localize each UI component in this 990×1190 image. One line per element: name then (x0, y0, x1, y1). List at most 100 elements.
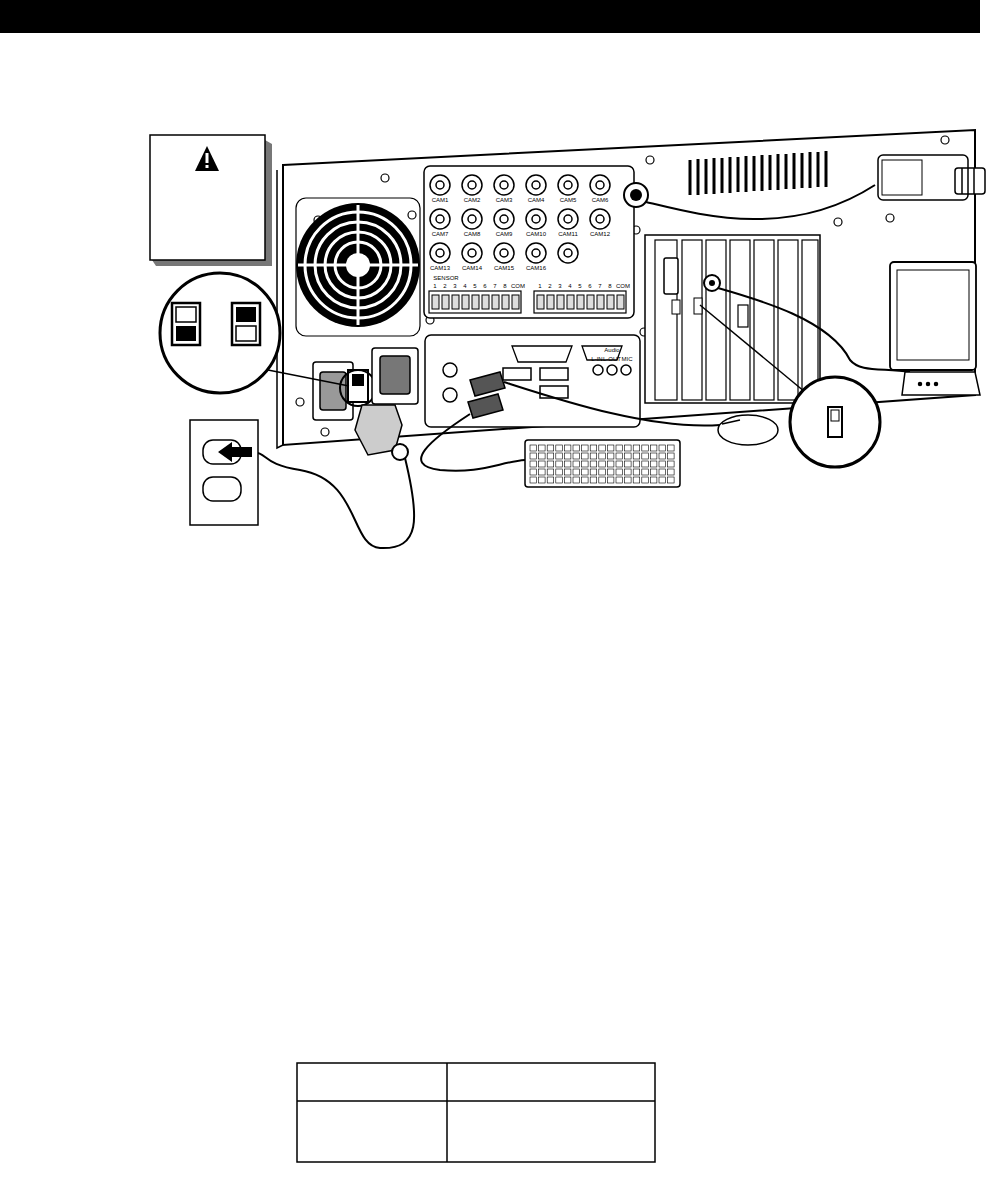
key (616, 445, 623, 451)
key (642, 445, 649, 451)
expansion-slots (645, 235, 910, 403)
key (659, 477, 666, 483)
power-inlet (250, 348, 418, 548)
key (607, 461, 614, 467)
bnc-connector (462, 243, 482, 263)
terminal-screw (482, 295, 489, 309)
panel-label: CAM2 (464, 197, 481, 204)
panel-label: COM (511, 283, 525, 290)
key (668, 445, 675, 451)
key (590, 453, 597, 459)
key (633, 469, 640, 475)
panel-label: 3 (558, 283, 561, 290)
key (650, 477, 657, 483)
bnc-connector (590, 175, 610, 195)
terminal-screw (537, 295, 544, 309)
bnc-connector (526, 175, 546, 195)
key (642, 469, 649, 475)
key (556, 445, 563, 451)
bnc-connector (494, 243, 514, 263)
bnc-connector (526, 243, 546, 263)
key (530, 461, 537, 467)
key (599, 477, 606, 483)
key (590, 445, 597, 451)
bnc-connector (526, 209, 546, 229)
key (650, 445, 657, 451)
key (607, 477, 614, 483)
key (616, 453, 623, 459)
bnc-pin (532, 181, 540, 189)
terminal-screw (607, 295, 614, 309)
bnc-connector (494, 209, 514, 229)
panel-label: CAM4 (528, 197, 545, 204)
key (607, 453, 614, 459)
panel-label: Audio (604, 347, 619, 354)
bnc-pin (500, 249, 508, 257)
key (599, 461, 606, 467)
panel-label: 1 (538, 283, 541, 290)
bnc-pin (564, 249, 572, 257)
vent-slots (690, 151, 826, 195)
panel-label: 4 (568, 283, 571, 290)
key (582, 445, 589, 451)
key (582, 477, 589, 483)
switch-zoom (700, 305, 880, 467)
key (564, 461, 571, 467)
fan-grille (296, 198, 420, 336)
panel-label: CAM16 (526, 265, 546, 272)
panel-label: CAM5 (560, 197, 577, 204)
key (659, 461, 666, 467)
bnc-connector (462, 175, 482, 195)
key (599, 469, 606, 475)
panel-label: SENSOR (433, 275, 458, 282)
key (599, 453, 606, 459)
panel-label: CAM9 (496, 231, 513, 238)
key (573, 453, 580, 459)
panel-label: CAM12 (590, 231, 610, 238)
key (556, 453, 563, 459)
key (659, 453, 666, 459)
panel-label: CAM15 (494, 265, 514, 272)
key (564, 453, 571, 459)
key (530, 469, 537, 475)
power-switch-zoom (160, 273, 349, 393)
panel-label: CAM8 (464, 231, 481, 238)
panel-label: 3 (453, 283, 456, 290)
key (530, 477, 537, 483)
key (650, 461, 657, 467)
panel-label: 2 (443, 283, 446, 290)
terminal-screw (462, 295, 469, 309)
bnc-pin (468, 249, 476, 257)
bnc-connector (430, 175, 450, 195)
bnc-pin (596, 215, 604, 223)
key (625, 477, 632, 483)
terminal-screw (452, 295, 459, 309)
key (547, 477, 554, 483)
warning-box (150, 135, 272, 266)
panel-label: 5 (473, 283, 476, 290)
bnc-pin (532, 249, 540, 257)
key (564, 445, 571, 451)
key (642, 477, 649, 483)
key (573, 461, 580, 467)
key (607, 445, 614, 451)
terminal-screw (512, 295, 519, 309)
key (668, 469, 675, 475)
bnc-pin (564, 215, 572, 223)
key (633, 477, 640, 483)
panel-label: 6 (588, 283, 591, 290)
key (556, 461, 563, 467)
keyboard (525, 440, 680, 487)
key (625, 445, 632, 451)
terminal-screw (432, 295, 439, 309)
key (530, 445, 537, 451)
bnc-pin (436, 181, 444, 189)
key (642, 461, 649, 467)
panel-label: 7 (493, 283, 496, 290)
key (659, 445, 666, 451)
mouse (718, 415, 778, 445)
key (573, 469, 580, 475)
key (582, 461, 589, 467)
panel-label: 6 (483, 283, 486, 290)
terminal-screw (567, 295, 574, 309)
